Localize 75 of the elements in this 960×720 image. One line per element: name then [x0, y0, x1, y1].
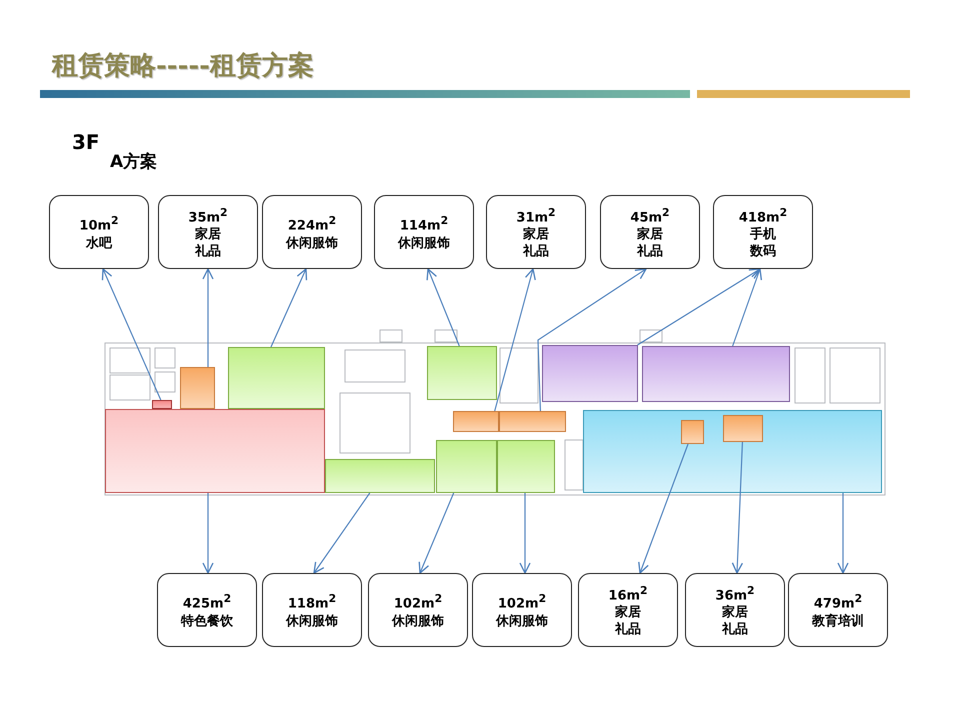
shop-category: 家居礼品	[636, 226, 664, 260]
area-size: 31m$^{2}$	[516, 204, 556, 226]
arrow	[102, 268, 162, 400]
area-size: 114m$^{2}$	[400, 213, 448, 235]
area-label-card	[472, 573, 572, 647]
shop-category: 特色餐饮	[181, 612, 233, 630]
rental-zone	[583, 410, 882, 493]
area-label-card	[713, 195, 813, 269]
shop-category: 手机数码	[749, 226, 777, 260]
shop-category: 家居礼品	[194, 226, 222, 260]
area-label-card	[374, 195, 474, 269]
area-label-card	[685, 573, 785, 647]
area-size: 36m$^{2}$	[715, 582, 755, 604]
rental-zone	[542, 345, 638, 402]
area-size: 10m$^{2}$	[79, 213, 119, 235]
area-size: 418m$^{2}$	[738, 204, 788, 226]
area-label-card	[788, 573, 888, 647]
shop-category: 家居礼品	[721, 604, 749, 638]
arrow	[732, 442, 744, 574]
rental-zone	[642, 346, 790, 402]
shop-category: 休闲服饰	[286, 612, 338, 630]
rental-zone	[436, 440, 497, 493]
rental-zone	[228, 347, 325, 409]
arrow	[494, 268, 536, 412]
arrow	[202, 268, 214, 367]
area-size: 102m$^{2}$	[498, 591, 546, 613]
area-label-card	[600, 195, 700, 269]
rental-zone	[497, 440, 555, 493]
arrow	[418, 492, 454, 574]
rental-zone	[105, 409, 325, 493]
area-size: 479m$^{2}$	[814, 591, 862, 613]
plan-label: A方案	[110, 151, 158, 173]
shop-category: 家居礼品	[522, 226, 550, 260]
plan-label: 3F	[72, 130, 100, 154]
rental-zone	[325, 459, 435, 493]
area-size: 16m$^{2}$	[608, 582, 648, 604]
rental-zone	[723, 415, 763, 442]
area-label-card	[262, 195, 362, 269]
shop-category: 家居礼品	[614, 604, 642, 638]
rental-zone	[427, 346, 497, 400]
arrow	[637, 268, 761, 346]
arrow	[732, 268, 762, 346]
area-label-card	[578, 573, 678, 647]
arrow	[537, 268, 647, 412]
rental-zone	[453, 411, 499, 432]
arrow	[519, 493, 531, 574]
shop-category: 休闲服饰	[398, 234, 450, 252]
page-title: 租赁策略-----租赁方案	[52, 50, 314, 83]
area-label-card	[157, 573, 257, 647]
shop-category: 休闲服饰	[286, 234, 338, 252]
arrow	[426, 268, 460, 346]
area-size: 425m$^{2}$	[182, 591, 232, 613]
rental-zone	[681, 420, 704, 444]
rental-zone	[152, 400, 172, 409]
area-size: 118m$^{2}$	[288, 591, 336, 613]
area-label-card	[158, 195, 258, 269]
area-size: 35m$^{2}$	[188, 204, 228, 226]
arrow	[202, 493, 214, 574]
rental-zone	[180, 367, 215, 409]
rental-zone	[499, 411, 566, 432]
shop-category: 休闲服饰	[392, 612, 444, 630]
area-size: 224m$^{2}$	[288, 213, 336, 235]
shop-category: 教育培训	[812, 612, 864, 630]
area-label-card	[486, 195, 586, 269]
shop-category: 休闲服饰	[496, 612, 548, 630]
arrow	[837, 493, 849, 574]
area-size: 45m$^{2}$	[630, 204, 670, 226]
arrow	[270, 268, 308, 348]
area-label-card	[368, 573, 468, 647]
arrow	[638, 444, 689, 574]
arrow	[313, 492, 370, 574]
area-label-card	[262, 573, 362, 647]
area-size: 102m$^{2}$	[394, 591, 442, 613]
area-label-card	[49, 195, 149, 269]
shop-category: 水吧	[86, 234, 112, 252]
